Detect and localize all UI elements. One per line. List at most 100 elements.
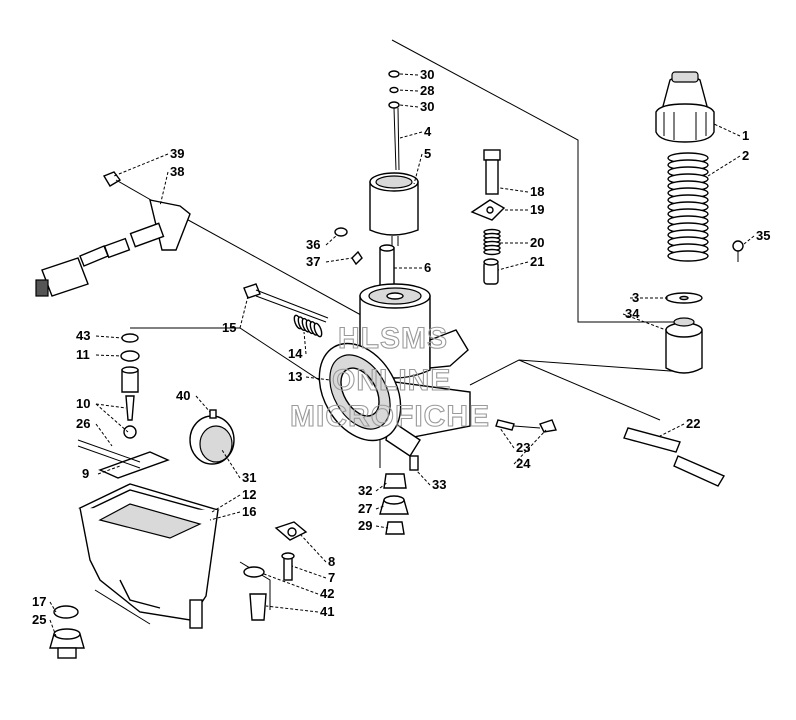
- leader-line: [415, 469, 431, 486]
- callout-38: 38: [170, 164, 184, 179]
- callout-17: 17: [32, 594, 46, 609]
- callout-4: 4: [424, 124, 432, 139]
- leader-line: [239, 295, 249, 329]
- leader-line: [707, 155, 741, 177]
- leader-line: [159, 171, 169, 207]
- leader-line: [659, 423, 685, 437]
- leader-line: [399, 131, 423, 139]
- spring-coil: [483, 248, 501, 256]
- leader-line: [399, 73, 419, 76]
- drain-plug: [49, 605, 85, 659]
- callout-27: 27: [358, 501, 372, 516]
- leader-line: [263, 573, 319, 595]
- callout-29: 29: [358, 518, 372, 533]
- leader-line: [399, 104, 419, 108]
- leader-line: [375, 525, 389, 529]
- leader-line: [499, 187, 529, 193]
- leader-line: [95, 403, 127, 409]
- leader-line: [291, 565, 327, 579]
- callout-30-top: 30: [420, 67, 434, 82]
- leader-line: [95, 403, 129, 433]
- leader-line: [265, 605, 319, 613]
- leader-line: [211, 494, 241, 513]
- cap-screw: [732, 240, 744, 262]
- callout-10: 10: [76, 396, 90, 411]
- leader-line: [303, 331, 307, 355]
- leader-line: [49, 601, 57, 613]
- watermark-line-3: MICROFICHE: [290, 400, 490, 433]
- callout-11: 11: [76, 347, 90, 362]
- callout-5: 5: [424, 146, 431, 161]
- spring-washer: [665, 292, 703, 304]
- leader-line: [305, 376, 331, 381]
- leader-line: [413, 153, 423, 185]
- leader-line: [221, 449, 241, 479]
- callout-22: 22: [686, 416, 700, 431]
- leader-line: [325, 257, 353, 263]
- callout-13: 13: [288, 369, 302, 384]
- callout-9: 9: [82, 466, 89, 481]
- leader-line: [713, 123, 741, 137]
- callout-15: 15: [222, 320, 236, 335]
- float: [189, 409, 235, 465]
- callout-20: 20: [530, 235, 544, 250]
- callout-39: 39: [170, 146, 184, 161]
- leader-line: [49, 619, 57, 637]
- callout-26: 26: [76, 416, 90, 431]
- spring-coil: [313, 322, 323, 338]
- leader-line: [97, 465, 121, 475]
- callout-25: 25: [32, 612, 46, 627]
- leader-line: [195, 395, 211, 413]
- leader-line: [95, 354, 122, 357]
- leader-line: [95, 423, 113, 447]
- callout-34: 34: [625, 306, 640, 321]
- leader-line: [513, 429, 547, 465]
- float-bowl: [78, 483, 220, 629]
- callout-43: 43: [76, 328, 90, 343]
- intake-screw: [243, 283, 329, 323]
- leader-lines: [49, 73, 755, 637]
- leader-line: [397, 89, 419, 92]
- callout-21: 21: [530, 254, 544, 269]
- fuel-hose: [623, 427, 726, 487]
- callout-30-bottom: 30: [420, 99, 434, 114]
- leader-line: [325, 235, 337, 246]
- leader-line: [209, 511, 241, 521]
- callout-6: 6: [424, 260, 431, 275]
- intake-spring: [293, 314, 323, 338]
- drain-parts: [243, 521, 308, 621]
- main-jet-parts: [379, 455, 419, 535]
- leader-line: [375, 481, 389, 492]
- carburetor-top-cap: [655, 71, 715, 143]
- leader-line: [743, 235, 755, 245]
- float-arm: [77, 439, 170, 479]
- callout-labels: 1 2 3 34 35 30 28 30 4 5 18 19 20 21 36 …: [32, 67, 770, 627]
- callout-41: 41: [320, 604, 334, 619]
- air-screw: [495, 419, 557, 433]
- callout-16: 16: [242, 504, 256, 519]
- callout-3: 3: [632, 290, 639, 305]
- callout-42: 42: [320, 586, 334, 601]
- leader-line: [95, 335, 123, 339]
- leader-line: [622, 313, 667, 331]
- callout-33: 33: [432, 477, 446, 492]
- carburetor-body: [318, 283, 471, 457]
- leader-line: [299, 533, 327, 563]
- callout-8: 8: [328, 554, 335, 569]
- throttle-linkage: [35, 171, 191, 297]
- callout-31: 31: [242, 470, 256, 485]
- callout-24: 24: [516, 456, 531, 471]
- callout-12: 12: [242, 487, 256, 502]
- callout-23: 23: [516, 440, 530, 455]
- callout-36: 36: [306, 237, 320, 252]
- callout-18: 18: [530, 184, 544, 199]
- leader-line: [113, 153, 169, 177]
- callout-14: 14: [288, 346, 303, 361]
- watermark: HLSMS ONLINE MICROFICHE: [289, 321, 490, 433]
- leader-line: [375, 505, 385, 510]
- callout-37: 37: [306, 254, 320, 269]
- leader-line: [499, 427, 515, 449]
- watermark-line-1: HLSMS: [338, 322, 448, 355]
- callout-40: 40: [176, 388, 190, 403]
